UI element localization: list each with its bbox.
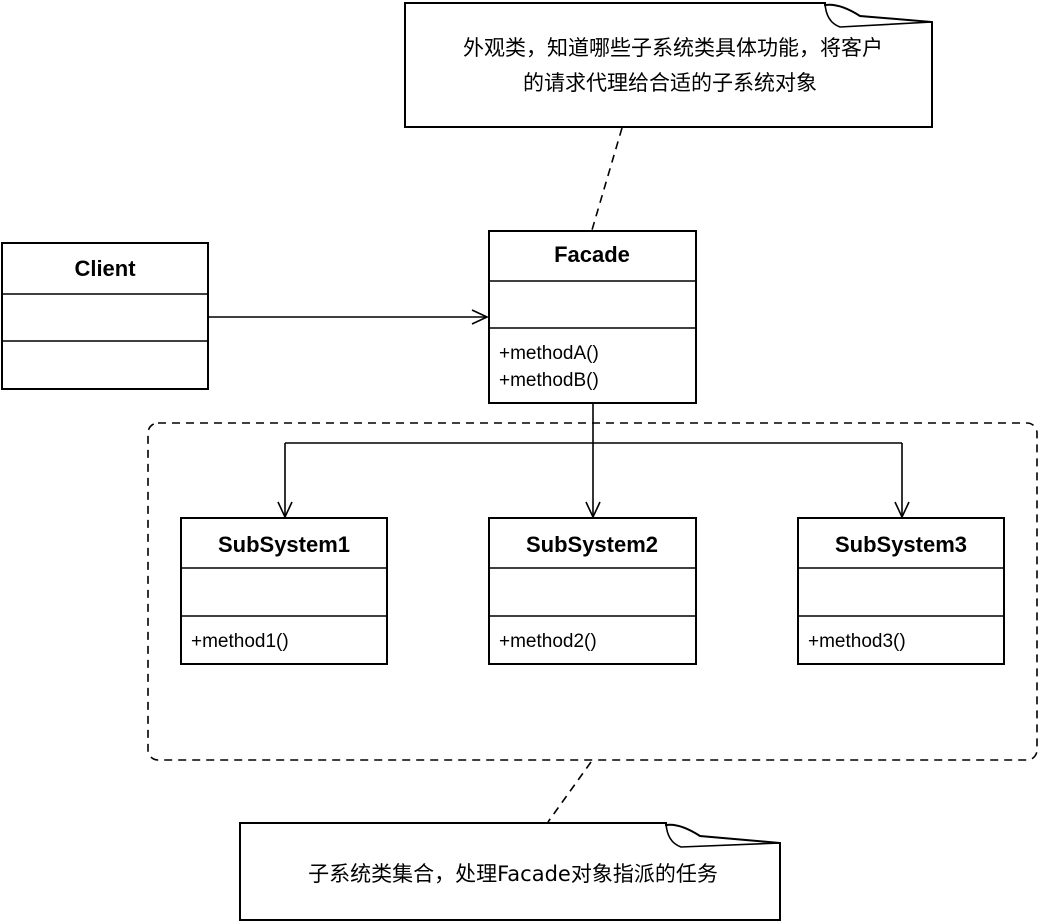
client-to-facade-association xyxy=(208,309,489,325)
facade-note-shape xyxy=(404,2,933,128)
client-class-name: Client xyxy=(74,256,136,281)
subsystem1-class-name: SubSystem1 xyxy=(218,532,350,557)
class-client[interactable]: Client xyxy=(1,242,209,390)
subsystem2-class-name: SubSystem2 xyxy=(526,532,658,557)
subsystem1-box xyxy=(180,517,388,665)
facade-to-subsystems-connectors xyxy=(277,403,910,519)
facade-note-connector xyxy=(591,127,623,231)
facade-method-b: +methodB() xyxy=(499,370,599,391)
subsystem-note[interactable]: 子系统类集合，处理Facade对象指派的任务 xyxy=(239,822,781,921)
facade-class-name: Facade xyxy=(554,242,630,267)
class-facade[interactable]: Facade +methodA() +methodB() xyxy=(488,230,697,404)
subsystem2-method: +method2() xyxy=(499,631,597,652)
class-subsystem2[interactable]: SubSystem2 +method2() xyxy=(488,517,697,665)
facade-note[interactable]: 外观类，知道哪些子系统类具体功能，将客户 的请求代理给合适的子系统对象 xyxy=(404,2,933,128)
facade-note-line1: 外观类，知道哪些子系统类具体功能，将客户 xyxy=(463,36,883,60)
facade-note-fold xyxy=(824,2,933,28)
subsystem3-class-name: SubSystem3 xyxy=(835,532,967,557)
subsystem2-box xyxy=(488,517,697,665)
class-subsystem3[interactable]: SubSystem3 +method3() xyxy=(797,517,1005,665)
subsystem1-method: +method1() xyxy=(191,631,289,652)
client-box xyxy=(1,242,209,390)
facade-box xyxy=(488,230,697,404)
subsystem3-method: +method3() xyxy=(808,631,906,652)
class-subsystem1[interactable]: SubSystem1 +method1() xyxy=(180,517,388,665)
facade-method-a: +methodA() xyxy=(499,343,599,364)
subsystem-note-fold xyxy=(665,822,781,848)
facade-note-line2: 的请求代理给合适的子系统对象 xyxy=(523,71,817,95)
subsystem-note-connector xyxy=(547,761,592,823)
subsystem-note-line1: 子系统类集合，处理Facade对象指派的任务 xyxy=(308,862,718,886)
client-facade-arrowhead xyxy=(471,309,489,325)
subsystem3-box xyxy=(797,517,1005,665)
